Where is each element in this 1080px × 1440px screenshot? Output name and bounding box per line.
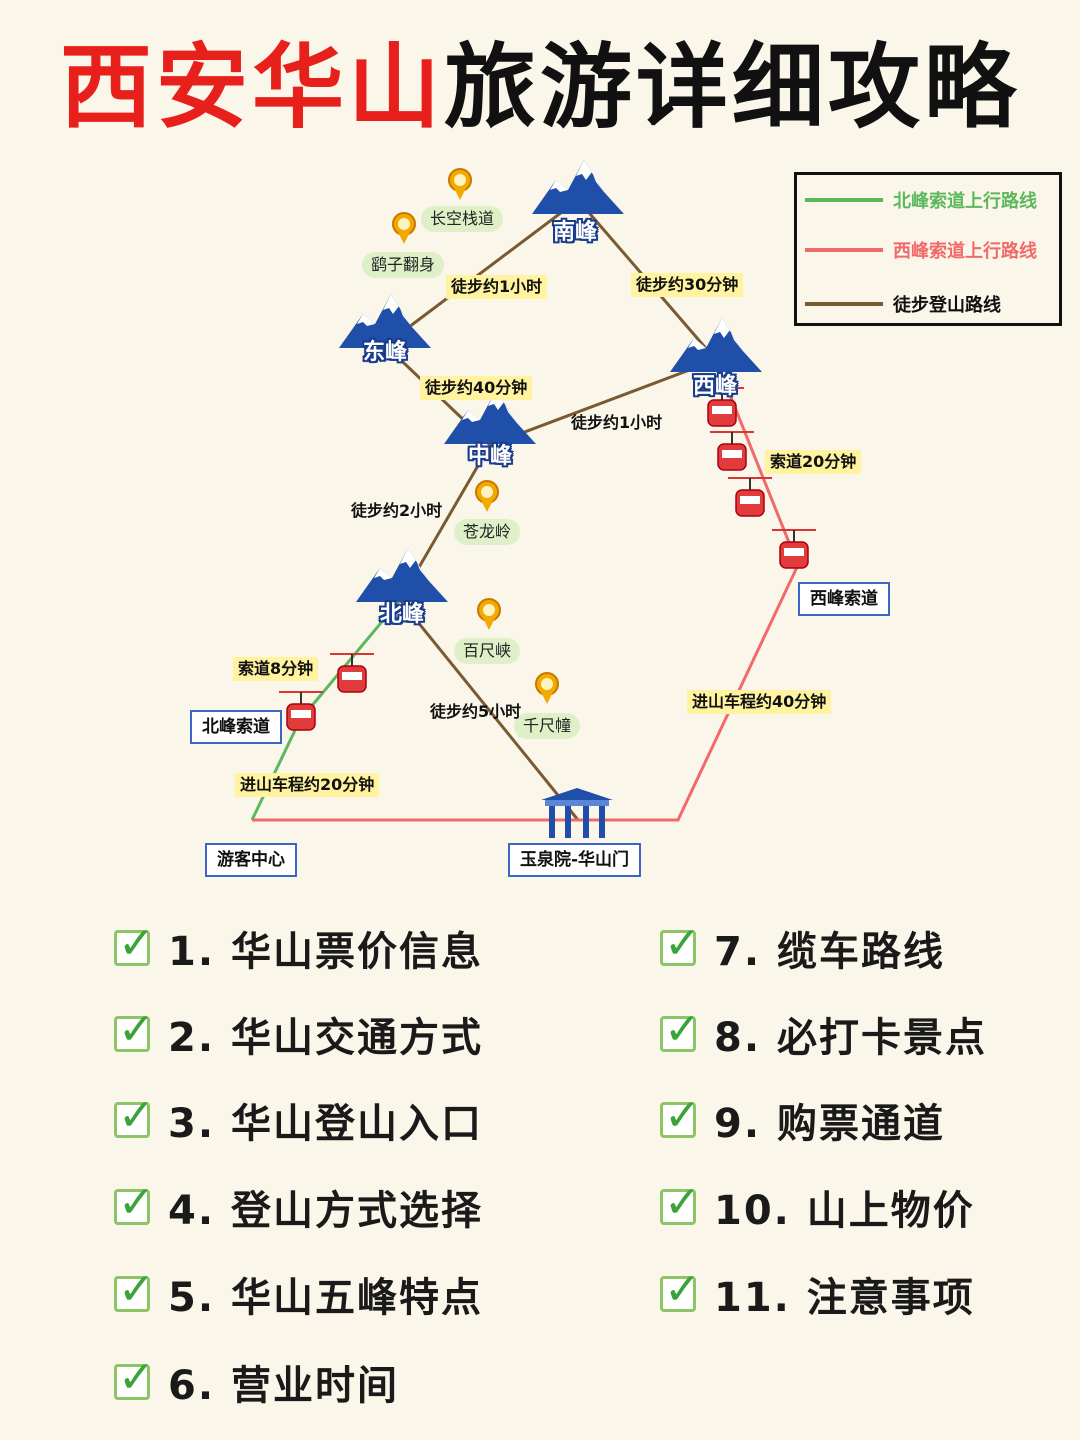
- toc-label: 2. 华山交通方式: [168, 1015, 483, 1061]
- west-peak-label: 西峰: [692, 374, 737, 399]
- place-xifeng-cableway: 西峰索道: [798, 582, 890, 616]
- toc-item[interactable]: ✓ 5. 华山五峰特点: [114, 1264, 483, 1324]
- duration-east-middle: 徒步约40分钟: [420, 376, 533, 400]
- north-peak-label: 北峰: [379, 602, 424, 627]
- legend-item-hike: 徒步登山路线: [805, 289, 1001, 319]
- checkbox-checked-icon: ✓: [114, 1005, 155, 1055]
- duration-gate-north: 徒步约5小时: [430, 702, 522, 721]
- toc-label: 5. 华山五峰特点: [168, 1275, 483, 1321]
- duration-north-middle: 徒步约2小时: [351, 501, 443, 520]
- route-hike-gate-north: [398, 599, 580, 821]
- changkong-pin-icon: [448, 168, 472, 201]
- east-peak-label: 东峰: [362, 340, 407, 365]
- legend-label: 西峰索道上行路线: [893, 241, 1037, 262]
- baichi-pin-icon: [477, 598, 501, 631]
- toc-label: 7. 缆车路线: [714, 929, 945, 975]
- duration-south-west: 徒步约30分钟: [631, 273, 744, 297]
- checkbox-checked-icon: ✓: [660, 1265, 701, 1315]
- checkbox-checked-icon: ✓: [114, 1091, 155, 1141]
- route-cable-west: [252, 359, 800, 822]
- toc-item[interactable]: ✓ 8. 必打卡景点: [660, 1004, 987, 1064]
- checkbox-checked-icon: ✓: [114, 1265, 155, 1315]
- checkbox-checked-icon: ✓: [114, 1353, 155, 1403]
- toc-item[interactable]: ✓ 2. 华山交通方式: [114, 1004, 483, 1064]
- legend-item-west-cable: 西峰索道上行路线: [805, 235, 1037, 265]
- poi-yaozi: 鹞子翻身: [362, 252, 445, 278]
- toc-label: 4. 登山方式选择: [168, 1188, 483, 1234]
- route-hike-middle-west: [489, 358, 717, 447]
- checkbox-checked-icon: ✓: [660, 919, 701, 969]
- duration-west-bus: 进山车程约40分钟: [687, 690, 832, 714]
- poi-baichi: 百尺峡: [454, 638, 521, 664]
- route-map: [250, 160, 817, 838]
- poi-canglong: 苍龙岭: [454, 519, 521, 545]
- toc-item[interactable]: ✓ 9. 购票通道: [660, 1090, 945, 1150]
- legend-swatch: [805, 248, 883, 252]
- yaozi-pin-icon: [392, 212, 416, 245]
- duration-north-bus: 进山车程约20分钟: [235, 773, 380, 797]
- legend-swatch: [805, 302, 883, 306]
- cable-car-icon: [771, 529, 817, 569]
- toc-label: 6. 营业时间: [168, 1363, 399, 1409]
- toc-item[interactable]: ✓ 4. 登山方式选择: [114, 1177, 483, 1237]
- checkbox-checked-icon: ✓: [114, 1178, 155, 1228]
- place-beifeng-cableway: 北峰索道: [190, 710, 282, 744]
- page-title: 西安华山旅游详细攻略: [0, 28, 1080, 148]
- cable-car-icon: [278, 691, 324, 731]
- toc-label: 11. 注意事项: [714, 1275, 975, 1321]
- cable-car-icon: [329, 653, 375, 693]
- poi-qianchi: 千尺幢: [514, 713, 581, 739]
- place-visitor-center: 游客中心: [205, 843, 297, 877]
- title-highlight: 西安华山: [59, 34, 444, 141]
- toc-label: 1. 华山票价信息: [168, 929, 483, 975]
- place-gate: 玉泉院-华山门: [508, 843, 642, 877]
- duration-north-cable: 索道8分钟: [233, 657, 319, 681]
- legend-label: 北峰索道上行路线: [893, 191, 1037, 212]
- canglong-pin-icon: [475, 480, 499, 513]
- toc-item[interactable]: ✓ 1. 华山票价信息: [114, 918, 483, 978]
- checkbox-checked-icon: ✓: [660, 1005, 701, 1055]
- duration-west-cable: 索道20分钟: [765, 450, 862, 474]
- map-legend: 北峰索道上行路线 西峰索道上行路线 徒步登山路线: [794, 172, 1062, 326]
- checkbox-checked-icon: ✓: [660, 1091, 701, 1141]
- middle-peak-label: 中峰: [467, 444, 512, 469]
- toc-item[interactable]: ✓ 10. 山上物价: [660, 1177, 975, 1237]
- south-peak-icon: [532, 160, 624, 214]
- north-peak-icon: [356, 548, 448, 602]
- south-peak-label: 南峰: [552, 220, 597, 245]
- gate-icon: [541, 788, 613, 838]
- title-rest: 旅游详细攻略: [444, 34, 1021, 141]
- duration-middle-west: 徒步约1小时: [571, 413, 663, 432]
- legend-swatch: [805, 198, 883, 202]
- toc-item[interactable]: ✓ 7. 缆车路线: [660, 918, 945, 978]
- checkbox-checked-icon: ✓: [114, 919, 155, 969]
- route-hike-east-south: [384, 198, 579, 347]
- toc-item[interactable]: ✓ 6. 营业时间: [114, 1352, 399, 1412]
- toc-label: 9. 购票通道: [714, 1101, 945, 1147]
- duration-east-south: 徒步约1小时: [446, 275, 548, 299]
- legend-item-north-cable: 北峰索道上行路线: [805, 185, 1037, 215]
- qianchi-pin-icon: [535, 672, 559, 705]
- toc-item[interactable]: ✓ 11. 注意事项: [660, 1264, 975, 1324]
- toc-label: 3. 华山登山入口: [168, 1101, 483, 1147]
- checkbox-checked-icon: ✓: [660, 1178, 701, 1228]
- poi-changkong: 长空栈道: [421, 206, 504, 232]
- toc-item[interactable]: ✓ 3. 华山登山入口: [114, 1090, 483, 1150]
- toc-label: 8. 必打卡景点: [714, 1015, 987, 1061]
- toc-label: 10. 山上物价: [714, 1188, 975, 1234]
- legend-label: 徒步登山路线: [893, 295, 1001, 316]
- west-peak-icon: [670, 318, 762, 372]
